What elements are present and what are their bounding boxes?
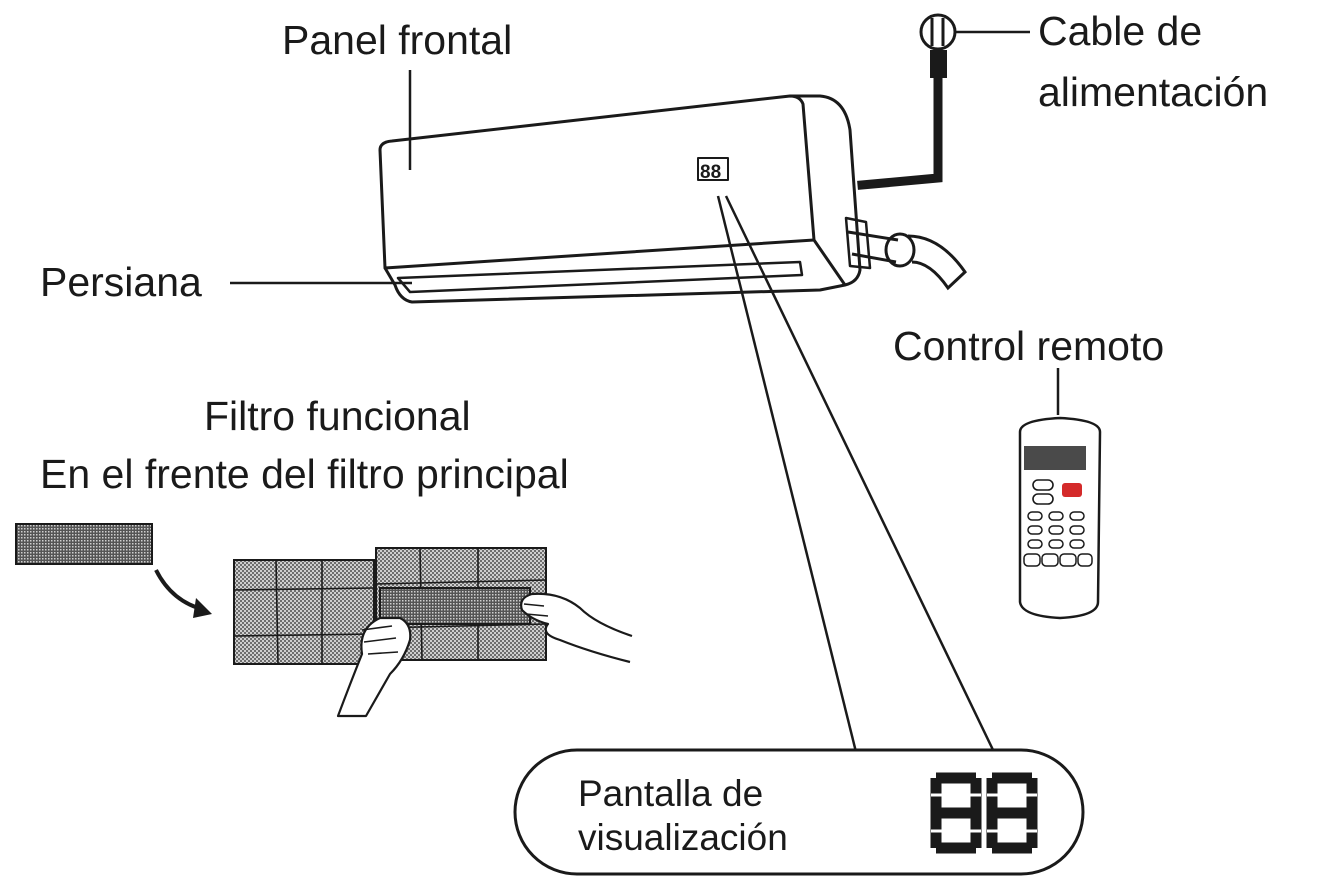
- functional-filter-strip: [15, 523, 153, 565]
- louver-outline: [396, 260, 804, 294]
- remote-screen: [1024, 446, 1086, 470]
- functional-filter-label-line2: En el frente del filtro principal: [40, 451, 569, 497]
- indoor-unit: [378, 94, 872, 304]
- display-label-line2: visualización: [578, 817, 788, 858]
- pipe-port: [844, 216, 872, 270]
- power-plug: [919, 13, 957, 51]
- display-label-line1: Pantalla de: [578, 773, 763, 814]
- unit-bottom: [383, 267, 846, 304]
- louver-label: Persiana: [40, 259, 202, 305]
- remote-control: [1018, 416, 1102, 620]
- power-cable-label-line2: alimentación: [1038, 69, 1268, 115]
- panel-display-window: [697, 157, 729, 181]
- hands: [336, 592, 633, 718]
- power-cable-label-line1: Cable de: [1038, 8, 1202, 54]
- display-digits-large: [930, 772, 1038, 854]
- unit-display-digits: 88: [700, 162, 721, 183]
- remote-power-button: [1062, 483, 1082, 497]
- display-callout-right: [724, 195, 996, 753]
- display-callout-left: [716, 195, 858, 753]
- front-panel-label: Panel frontal: [282, 17, 512, 63]
- drain-hose: [847, 230, 967, 291]
- unit-side: [790, 94, 862, 287]
- functional-filter-label-line1: Filtro funcional: [204, 393, 471, 439]
- power-cable: [857, 13, 1030, 190]
- remote-control-label: Control remoto: [893, 323, 1164, 369]
